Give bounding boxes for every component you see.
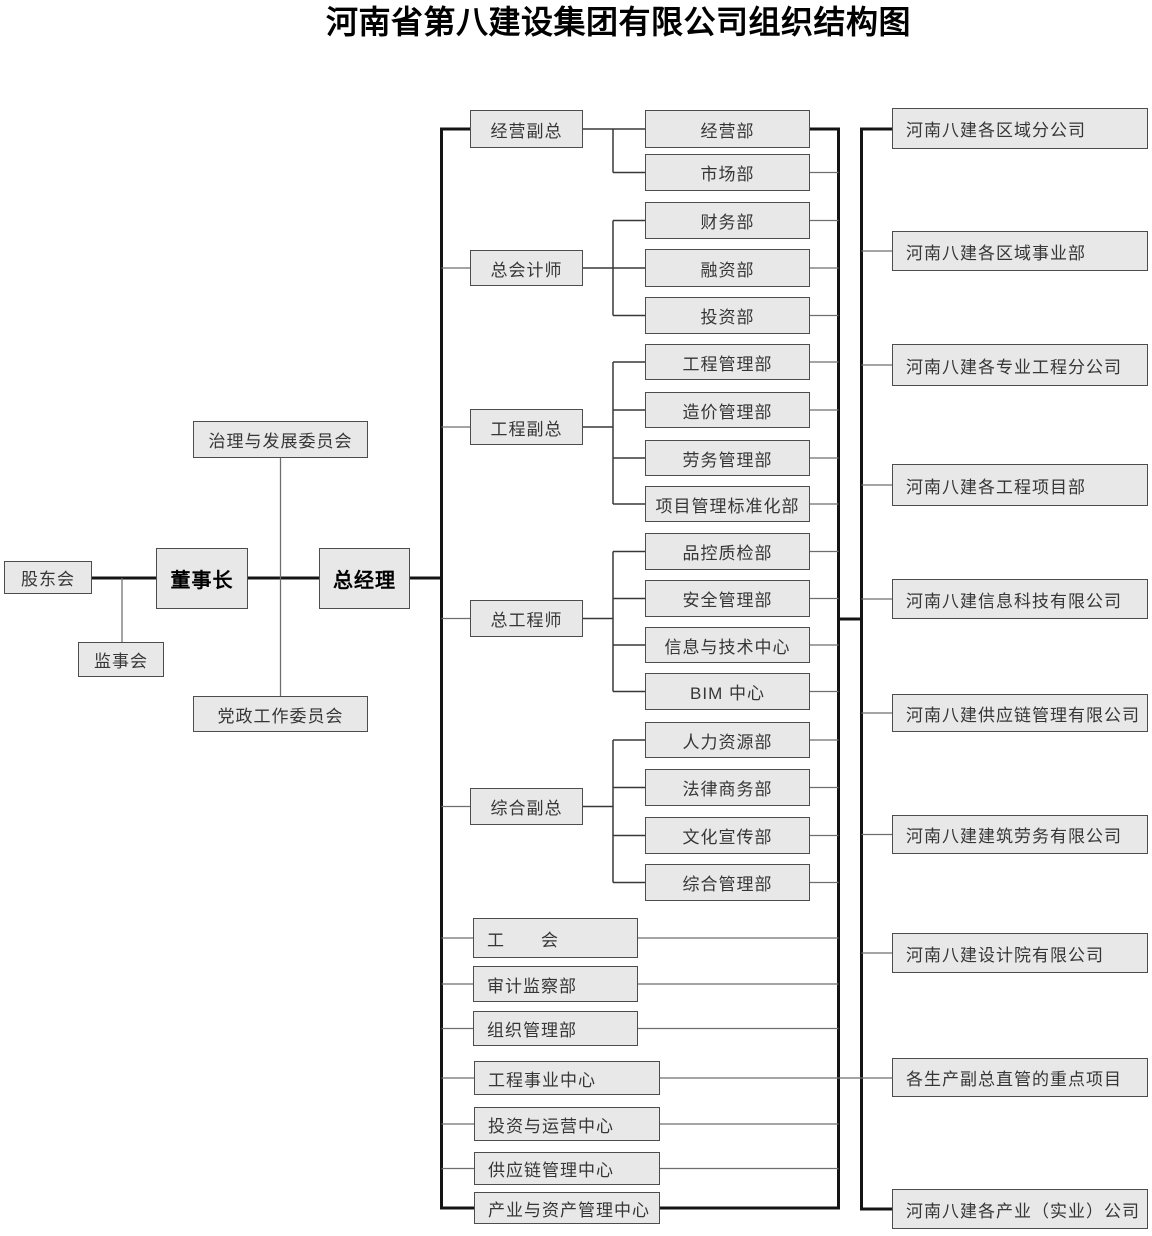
node-org-mgmt-dept: 组织管理部: [473, 1011, 638, 1046]
node-info-tech-center: 信息与技术中心: [645, 627, 810, 663]
node-supply-chain-mgmt-center: 供应链管理中心: [474, 1152, 660, 1185]
stub-connector-lines: [121, 171, 892, 1170]
node-dept-culture-publicity: 文化宣传部: [645, 817, 810, 854]
node-dept-cost-mgmt: 造价管理部: [645, 392, 810, 428]
node-dept-engineering-mgmt: 工程管理部: [645, 344, 810, 380]
node-dept-financing: 融资部: [645, 249, 810, 287]
node-vp-business: 经营副总: [470, 110, 583, 148]
node-sub-info-tech-co: 河南八建信息科技有限公司: [892, 579, 1148, 619]
node-industry-asset-mgmt-center: 产业与资产管理中心: [474, 1192, 660, 1224]
node-dept-legal-business: 法律商务部: [645, 769, 810, 806]
node-sub-regional-branches: 河南八建各区域分公司: [892, 108, 1148, 149]
node-sub-construction-labor-co: 河南八建建筑劳务有限公司: [892, 815, 1148, 854]
node-dept-safety-mgmt: 安全管理部: [645, 580, 810, 617]
chart-title: 河南省第八建设集团有限公司组织结构图: [326, 4, 912, 40]
node-audit-supervision-dept: 审计监察部: [473, 966, 638, 1002]
node-vp-engineering: 工程副总: [470, 409, 583, 445]
node-dept-investment: 投资部: [645, 297, 810, 334]
node-chairman: 董事长: [156, 548, 248, 609]
node-supervisory-board: 监事会: [78, 642, 164, 677]
node-dept-project-standardization: 项目管理标准化部: [645, 486, 810, 522]
node-general-manager: 总经理: [319, 548, 410, 609]
node-dept-labor-mgmt: 劳务管理部: [645, 440, 810, 476]
node-sub-regional-divisions: 河南八建各区域事业部: [892, 231, 1148, 271]
node-dept-market: 市场部: [645, 154, 810, 191]
node-sub-key-projects: 各生产副总直管的重点项目: [892, 1058, 1148, 1097]
node-sub-supply-chain-co: 河南八建供应链管理有限公司: [892, 694, 1148, 732]
node-sub-design-institute-co: 河南八建设计院有限公司: [892, 933, 1148, 973]
node-dept-finance: 财务部: [645, 202, 810, 239]
node-dept-operations: 经营部: [645, 110, 810, 148]
node-engineering-business-center: 工程事业中心: [474, 1061, 660, 1095]
node-sub-industry-companies: 河南八建各产业（实业）公司: [892, 1189, 1148, 1229]
node-governance-development-committee: 治理与发展委员会: [193, 421, 368, 458]
node-chief-accountant: 总会计师: [470, 250, 583, 286]
node-investment-operation-center: 投资与运营中心: [474, 1107, 660, 1141]
group-connector-lines: [583, 128, 645, 884]
node-sub-project-departments: 河南八建各工程项目部: [892, 464, 1148, 506]
node-party-work-committee: 党政工作委员会: [193, 696, 368, 732]
node-labor-union: 工 会: [473, 918, 638, 958]
node-dept-general-mgmt: 综合管理部: [645, 864, 810, 901]
node-bim-center: BIM 中心: [645, 673, 810, 710]
node-sub-specialty-branches: 河南八建各专业工程分公司: [892, 344, 1148, 386]
node-chief-engineer: 总工程师: [470, 600, 583, 637]
node-shareholders-meeting: 股东会: [4, 561, 92, 594]
node-vp-general: 综合副总: [470, 788, 583, 825]
node-dept-hr: 人力资源部: [645, 722, 810, 758]
thick-connector-lines: [92, 127, 892, 1211]
node-dept-quality-inspection: 品控质检部: [645, 533, 810, 570]
